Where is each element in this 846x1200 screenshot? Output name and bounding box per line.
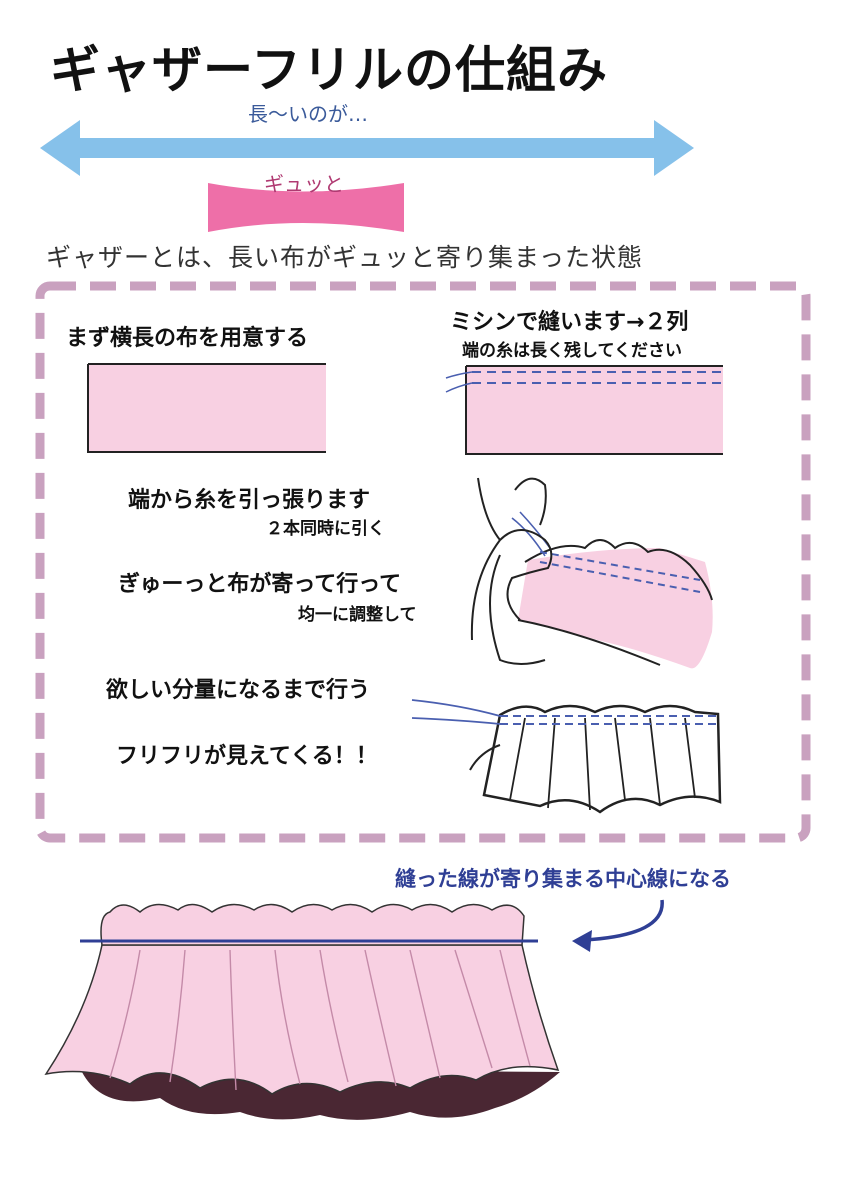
step-sew-two-rows: ミシンで縫います→２列 [450, 310, 689, 335]
step-frills-appear: フリフリが見えてくる！！ [116, 744, 378, 769]
step-desired-amount: 欲しい分量になるまで行う [106, 678, 371, 703]
plain-fabric-illustration [87, 363, 326, 453]
step-sew-note: 端の糸は長く残してください [462, 341, 682, 361]
small-ruffle-illustration [411, 699, 722, 814]
page-title: ギャザーフリルの仕組み [50, 41, 608, 99]
gather-definition: ギャザーとは、長い布がギュッと寄り集まった状態 [46, 243, 644, 272]
squeeze-label: ギュッと [264, 172, 344, 196]
step-pull-threads: 端から糸を引っ張ります [128, 488, 371, 513]
curved-arrow-icon [572, 899, 664, 952]
step-gather-note: 均一に調整して [298, 605, 417, 625]
step-gather-fabric: ぎゅーっと布が寄って行って [118, 572, 402, 597]
hand-pulling-illustration [470, 477, 713, 669]
center-line-callout: 縫った線が寄り集まる中心線になる [395, 867, 731, 891]
stitched-fabric-illustration [445, 365, 723, 455]
long-fabric-label: 長〜いのが… [248, 102, 368, 126]
big-ruffle-illustration [44, 903, 560, 1120]
double-headed-arrow-icon [40, 120, 694, 176]
step-pull-note: ２本同時に引く [266, 519, 385, 539]
squeeze-bar-icon [208, 183, 404, 232]
step-prepare-fabric: まず横長の布を用意する [66, 326, 309, 351]
steps-dashed-frame [35, 281, 811, 843]
